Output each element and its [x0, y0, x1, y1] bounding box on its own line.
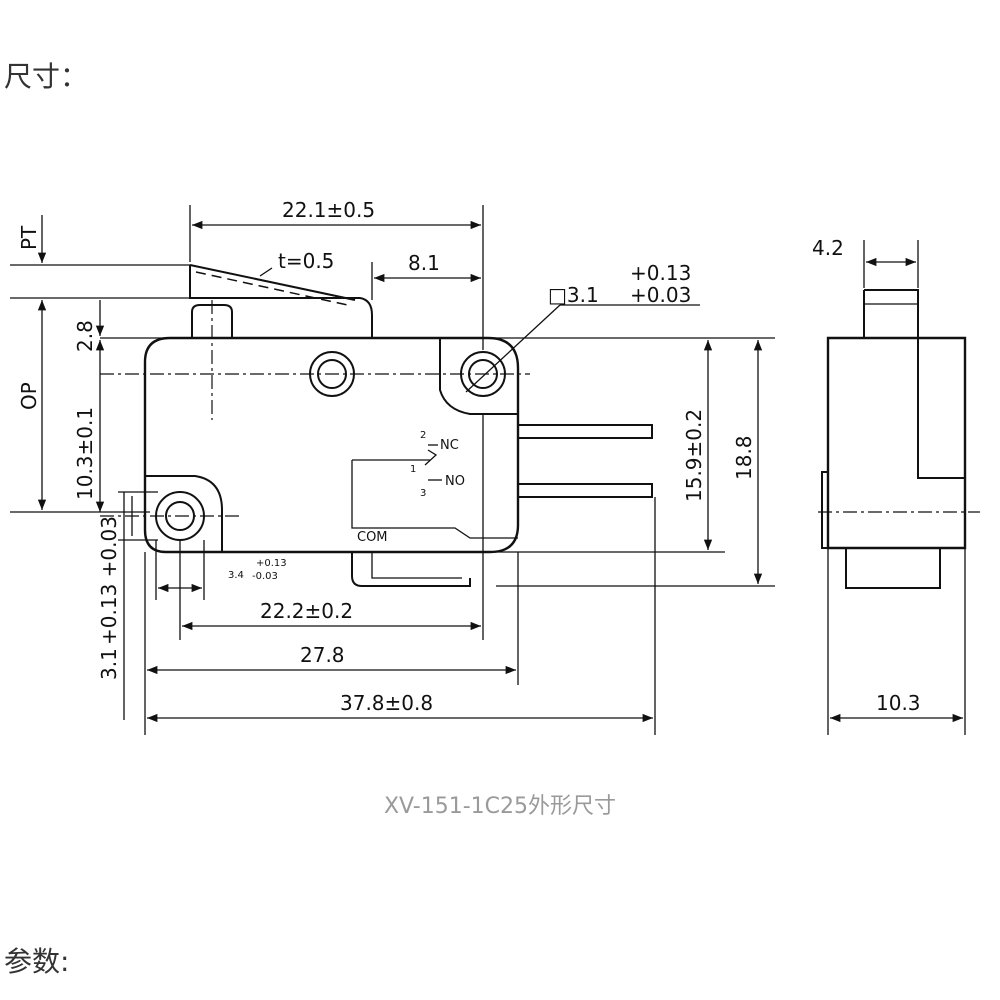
dim-left-hole-main: 3.1	[97, 648, 121, 680]
dim-10-3-side: 10.3	[876, 691, 921, 715]
dim-3-4: 3.4	[228, 570, 244, 581]
dimension-lines	[10, 205, 775, 735]
dim-22-2: 22.2±0.2	[260, 599, 353, 623]
terminal-3-label: 3	[420, 488, 426, 499]
size-heading: 尺寸：	[4, 60, 89, 93]
dim-3-4-plus: +0.13	[256, 558, 287, 569]
dim-op: OP	[17, 382, 41, 410]
dimension-labels: 22.1±0.5 t=0.5 8.1 □3.1 +0.13 +0.03 PT O…	[17, 198, 921, 715]
dim-2-8: 2.8	[73, 320, 97, 352]
switch-side-view	[818, 240, 980, 735]
switch-front-view	[100, 264, 653, 587]
dim-8-1: 8.1	[408, 251, 440, 275]
no-label: NO	[445, 474, 465, 489]
terminal-1-label: 1	[410, 464, 416, 475]
params-heading: 参数:	[4, 945, 70, 978]
com-label: COM	[357, 530, 388, 545]
dim-pt: PT	[17, 225, 41, 250]
dim-left-hole-tol: +0.13 +0.03	[97, 516, 121, 645]
dim-square-hole: □3.1	[548, 283, 599, 307]
dim-22-1: 22.1±0.5	[282, 198, 375, 222]
dim-27-8: 27.8	[300, 643, 345, 667]
dim-square-hole-plus: +0.13	[630, 261, 691, 285]
dim-square-hole-minus: +0.03	[630, 283, 691, 307]
nc-label: NC	[440, 438, 459, 453]
terminal-labels: NC NO COM 2 1 3	[357, 430, 465, 545]
dim-10-3: 10.3±0.1	[73, 407, 97, 500]
drawing-caption: XV-151-1C25外形尺寸	[383, 794, 617, 819]
dim-4-2: 4.2	[812, 236, 844, 260]
dim-t-0-5: t=0.5	[278, 249, 334, 273]
dim-15-9: 15.9±0.2	[682, 409, 706, 502]
dim-37-8: 37.8±0.8	[340, 691, 433, 715]
dim-3-4-minus: -0.03	[252, 571, 278, 582]
dim-18-8: 18.8	[732, 435, 756, 480]
terminal-2-label: 2	[420, 430, 426, 441]
